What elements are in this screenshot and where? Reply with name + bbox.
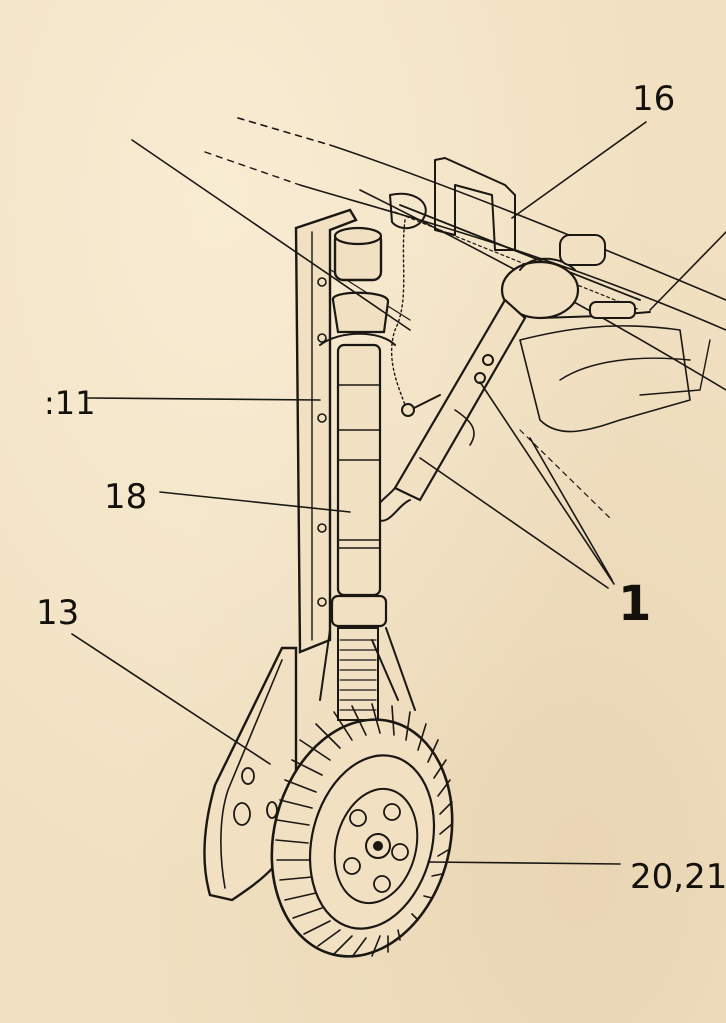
leader-top-left bbox=[131, 139, 411, 331]
leader-1b bbox=[479, 381, 615, 585]
callout-18: 18 bbox=[104, 477, 147, 517]
callout-16: 16 bbox=[632, 79, 675, 119]
wheel bbox=[270, 703, 454, 958]
upper-fitting bbox=[389, 157, 641, 311]
callout-20-21: 20,21 bbox=[630, 857, 726, 897]
callout-11: :11 bbox=[44, 384, 96, 422]
leader-16 bbox=[511, 121, 647, 219]
leader-lines bbox=[71, 121, 726, 865]
leader-1c bbox=[529, 437, 613, 581]
callout-1: 1 bbox=[618, 576, 651, 632]
wing-underside bbox=[204, 117, 726, 433]
leader-20-21 bbox=[427, 861, 621, 865]
retraction-actuator bbox=[500, 234, 651, 320]
leader-right-edge bbox=[649, 231, 726, 311]
dashed-leader bbox=[519, 429, 613, 521]
leg-fairing bbox=[294, 208, 358, 654]
leader-11 bbox=[87, 397, 321, 401]
leader-13 bbox=[71, 633, 271, 765]
callout-13: 13 bbox=[36, 593, 79, 633]
leader-18 bbox=[159, 491, 351, 513]
side-brace bbox=[374, 298, 527, 522]
shock-strut bbox=[319, 226, 416, 721]
callout-labels: 16 :11 18 13 1 20,21 bbox=[36, 79, 726, 897]
leader-1a bbox=[419, 457, 609, 589]
